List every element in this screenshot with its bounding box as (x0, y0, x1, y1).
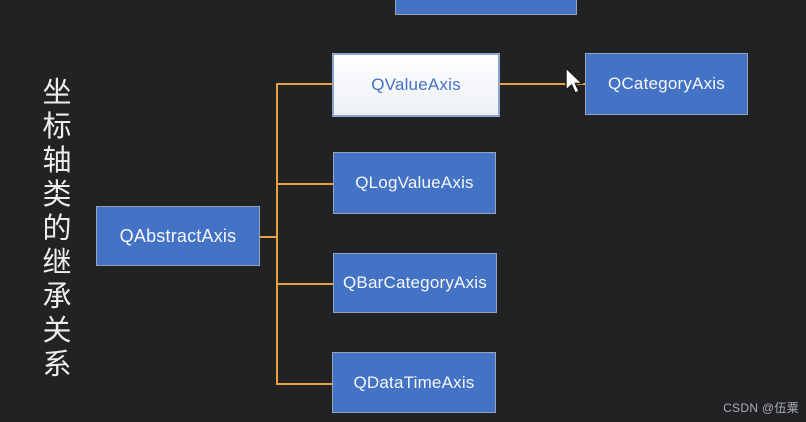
csdn-watermark: CSDN @伍粟 (723, 401, 799, 415)
title-char: 的 (42, 211, 72, 245)
node-qdatatimeaxis: QDataTimeAxis (332, 352, 496, 413)
title-char: 继 (42, 245, 72, 279)
node-qabstractaxis: QAbstractAxis (96, 206, 260, 266)
connector-valueaxis-to-categoryaxis (500, 83, 585, 85)
title-char: 承 (42, 279, 72, 313)
connector-trunk-vertical (276, 83, 278, 385)
node-cutoff-top (395, 0, 577, 15)
node-qbarcategoryaxis: QBarCategoryAxis (333, 253, 497, 313)
connector-trunk-to-valueaxis (278, 83, 332, 85)
node-qcategoryaxis: QCategoryAxis (585, 53, 748, 115)
title-char: 轴 (42, 143, 72, 177)
title-char: 关 (42, 313, 72, 347)
connector-abstract-to-trunk (260, 236, 278, 238)
connector-trunk-to-barcategoryaxis (278, 283, 333, 285)
node-qvalueaxis: QValueAxis (332, 53, 500, 117)
title-char: 类 (42, 177, 72, 211)
diagram-title-vertical: 坐 标 轴 类 的 继 承 关 系 (39, 76, 75, 382)
node-qlogvalueaxis: QLogValueAxis (333, 152, 496, 214)
mouse-cursor-icon (565, 66, 584, 94)
connector-trunk-to-logvalueaxis (278, 183, 333, 185)
title-char: 坐 (42, 75, 72, 109)
title-char: 标 (42, 109, 72, 143)
title-char: 系 (42, 347, 72, 381)
connector-trunk-to-datatimeaxis (278, 383, 332, 385)
